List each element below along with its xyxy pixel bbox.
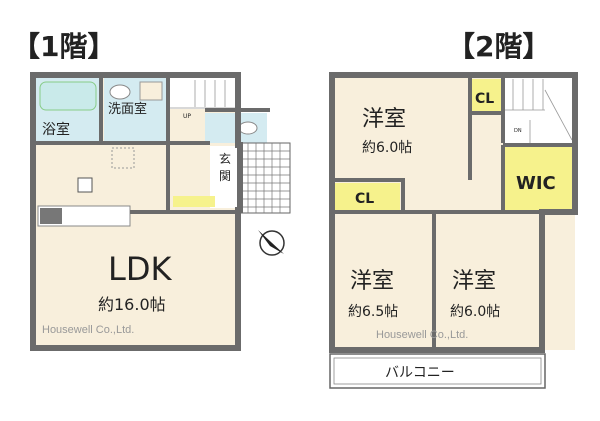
- stairs-1f: [170, 77, 238, 109]
- stairs-up-label: UP: [183, 113, 191, 120]
- balcony: [329, 353, 546, 389]
- sink-icon: [109, 84, 131, 100]
- stove-icon: [40, 208, 62, 224]
- watermark-1f: Housewell Co.,Ltd.: [42, 324, 134, 336]
- western-right-size: 約6.0帖: [450, 304, 500, 320]
- stairs-dn-label: DN: [514, 128, 522, 134]
- closet-left-label: CL: [355, 191, 374, 207]
- western-left-size: 約6.5帖: [348, 304, 398, 320]
- entrance-label-1: 玄: [219, 151, 231, 166]
- watermark-2f: Housewell Co.,Ltd.: [376, 329, 468, 341]
- western-top-size: 約6.0帖: [362, 140, 412, 156]
- closet-left: [335, 183, 400, 211]
- western-left-label: 洋室: [350, 269, 394, 294]
- toilet-icon: [238, 121, 258, 135]
- closet-top-label: CL: [475, 91, 494, 107]
- floor1-title: 【1階】: [12, 30, 115, 63]
- porch-tiles: [239, 142, 291, 214]
- wic-room: [505, 147, 573, 211]
- western-room-left: [336, 212, 431, 346]
- compass-icon: [258, 230, 285, 256]
- bath-label: 浴室: [42, 121, 70, 138]
- washer-icon: [139, 81, 163, 101]
- entrance-label-2: 関: [219, 169, 231, 183]
- bathtub-icon: [39, 81, 97, 111]
- western-room-right: [438, 212, 540, 346]
- floor2-title: 【2階】: [447, 30, 550, 63]
- western-top-label: 洋室: [362, 107, 406, 132]
- wic-label: WIC: [516, 173, 556, 194]
- closet-top: [470, 79, 502, 112]
- shoe-closet: [173, 196, 215, 207]
- ldk-label: LDK: [108, 250, 172, 288]
- stair-steps-icon: [503, 79, 573, 143]
- floor1-plan: UP 浴室 洗面室 玄 関 LDK 約16.0帖 Housewell Co.,L…: [30, 72, 291, 351]
- western-right-label: 洋室: [452, 269, 496, 294]
- floor-hatch: [111, 147, 135, 169]
- balcony-label: バルコニー: [385, 365, 455, 381]
- ldk-size: 約16.0帖: [98, 295, 166, 314]
- washroom-label: 洗面室: [108, 101, 147, 117]
- floor2-plan: DN 洋室 約6.0帖 CL WIC CL 洋室 約6.5帖 洋室 約6.0帖 …: [329, 72, 578, 389]
- column-icon: [77, 177, 93, 193]
